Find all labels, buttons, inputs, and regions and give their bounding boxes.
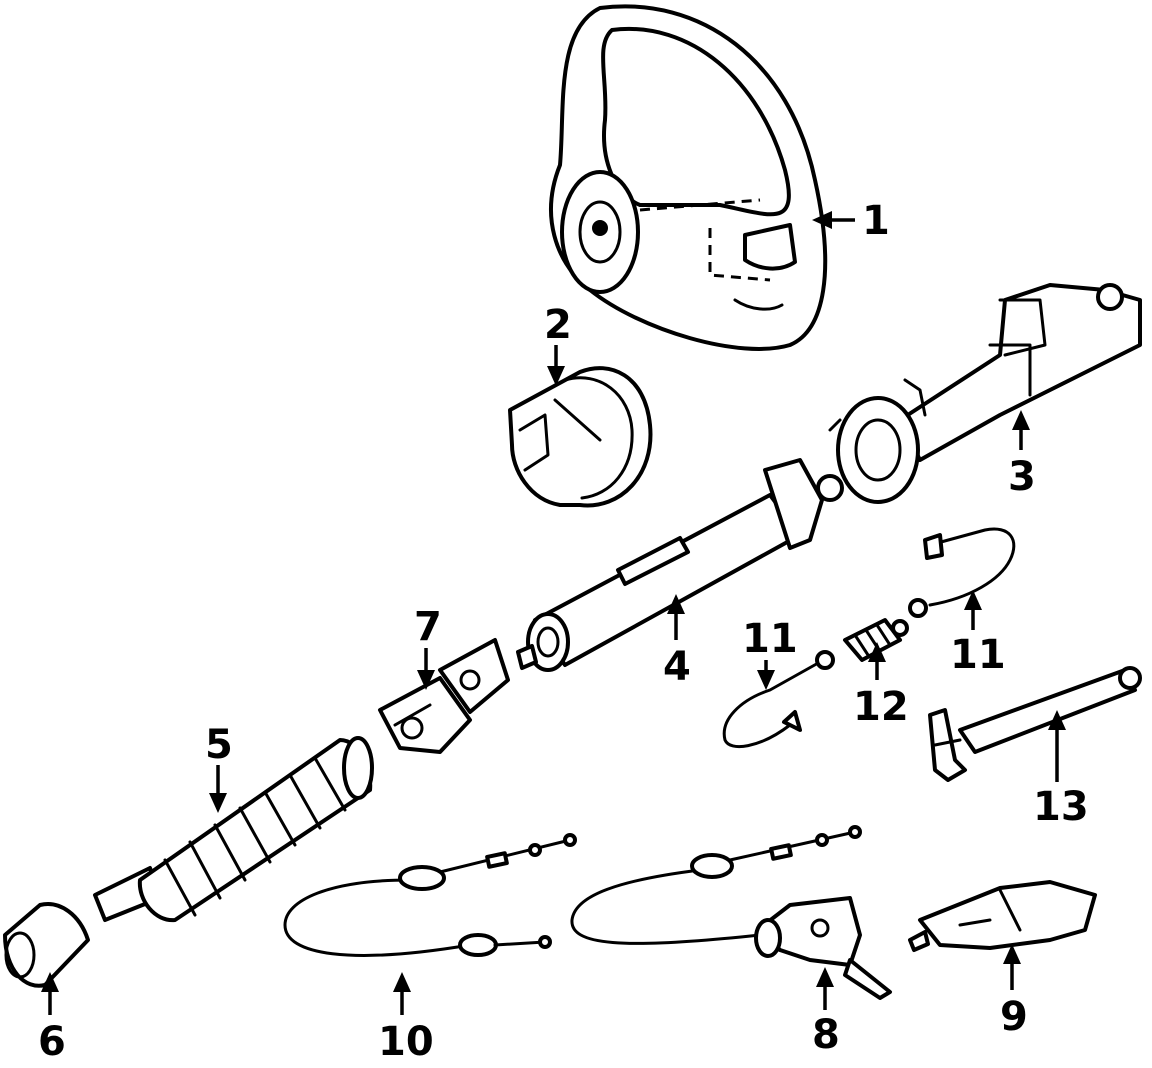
- shift-cable: [283, 833, 577, 957]
- column-tube: [516, 458, 844, 672]
- leader-lines: [41, 211, 1066, 1015]
- callout-11a: 11: [742, 616, 798, 662]
- callout-1: 1: [862, 198, 890, 244]
- callout-8: 8: [812, 1012, 840, 1058]
- universal-joint: [378, 638, 510, 754]
- callout-9: 9: [1000, 994, 1028, 1040]
- release-lever-rod: [928, 666, 1142, 782]
- intermediate-shaft-boot: [93, 736, 374, 923]
- callout-6: 6: [38, 1019, 66, 1065]
- upper-column-housing: [828, 283, 1142, 504]
- callout-5: 5: [205, 722, 233, 768]
- callout-12: 12: [853, 684, 909, 730]
- steering-wheel: [549, 4, 828, 351]
- lock-cable-left: [722, 650, 835, 749]
- spring-actuator: [843, 618, 909, 662]
- callout-7: 7: [414, 604, 442, 650]
- callout-11b: 11: [950, 632, 1006, 678]
- column-shroud: [508, 366, 653, 508]
- mounting-bracket: [908, 880, 1097, 952]
- callout-4: 4: [663, 644, 691, 690]
- shift-lever-assembly: [570, 825, 892, 1000]
- callout-10: 10: [378, 1019, 434, 1065]
- dust-cover: [3, 902, 90, 988]
- lock-cable-right: [908, 527, 1016, 618]
- callout-2: 2: [544, 302, 572, 348]
- callout-3: 3: [1008, 454, 1036, 500]
- callout-labels: 1 2 3 4 5 6 7 8 9 10 11 11 12 13: [38, 198, 1089, 1065]
- callout-13: 13: [1033, 784, 1089, 830]
